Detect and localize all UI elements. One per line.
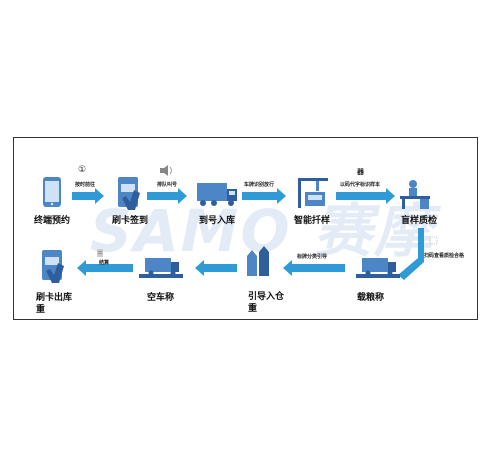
silo-icon bbox=[247, 246, 269, 276]
node-label-smart-sampling: 智能扦样 bbox=[294, 216, 331, 226]
lab-desk-icon bbox=[400, 180, 430, 209]
node-label-card-exit: 刷卡出库 bbox=[36, 293, 73, 303]
number-one-icon: ① bbox=[78, 165, 87, 175]
node-label-loaded-weigh: 载粮称 bbox=[357, 293, 385, 303]
arrow-n2-n3 bbox=[147, 188, 187, 204]
arrow-n6-n7 bbox=[283, 260, 345, 276]
step-label-4: 以码代字标识样本 bbox=[340, 182, 381, 188]
node-label-number-entry: 到号入库 bbox=[199, 216, 236, 226]
step-label-2: 排队叫号 bbox=[157, 182, 178, 188]
truck-scale-icon bbox=[139, 258, 183, 278]
mobile-phone-icon bbox=[43, 177, 61, 207]
diagram-frame bbox=[13, 137, 478, 320]
document-icon bbox=[97, 249, 103, 257]
node-label-guide-warehouse-2: 重 bbox=[248, 304, 258, 314]
node-label-terminal-booking: 终端预约 bbox=[34, 216, 71, 226]
node-label-empty-weigh: 空车称 bbox=[147, 293, 175, 303]
step-label-7: 结算 bbox=[99, 260, 110, 266]
node-label-card-exit-2: 重 bbox=[36, 305, 46, 315]
node-label-guide-warehouse: 引导入仓 bbox=[248, 292, 285, 302]
sampler-machine-icon bbox=[298, 178, 328, 208]
node-label-blind-inspection: 盲样质检 bbox=[401, 216, 438, 226]
arrow-n7-n8 bbox=[195, 260, 237, 276]
truck-scale-icon bbox=[356, 258, 400, 278]
arrow-n3-n4 bbox=[242, 188, 286, 204]
arrow-n5-n6 bbox=[398, 228, 424, 280]
arrow-n4-n5 bbox=[336, 188, 395, 204]
card-swipe-icon bbox=[118, 177, 140, 210]
step-label-5: 扫码查看质检合格 bbox=[424, 253, 465, 259]
node-label-card-checkin: 刷卡签到 bbox=[112, 216, 149, 226]
qr-code-icon bbox=[429, 236, 438, 245]
step-label-1: 按时前往 bbox=[75, 182, 96, 188]
card-swipe-icon bbox=[42, 250, 64, 283]
truck-icon bbox=[197, 183, 237, 206]
step-label-6: 标牌分类引导 bbox=[297, 254, 328, 260]
arrow-n1-n2 bbox=[72, 188, 104, 204]
arrow-n8-n9 bbox=[77, 260, 133, 276]
speaker-icon bbox=[160, 165, 172, 176]
barcode-icon: 器 bbox=[357, 168, 364, 176]
step-label-3: 车牌识别放行 bbox=[244, 182, 275, 188]
